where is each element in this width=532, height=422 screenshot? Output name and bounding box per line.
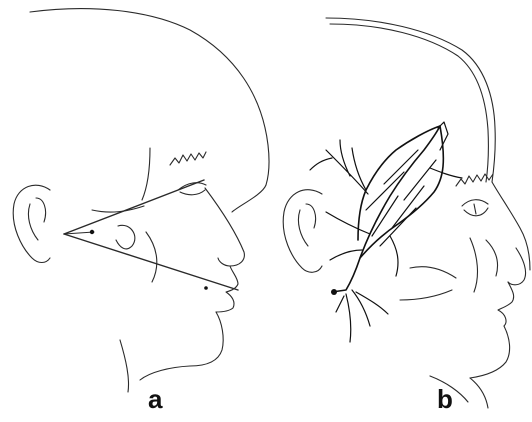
panel-a-label: a — [148, 386, 162, 412]
panel-b-nerve-origin — [331, 289, 337, 295]
panel-a-mouth-dot — [204, 286, 208, 290]
panel-b-label: b — [437, 386, 453, 412]
panel-a-vertex-dot — [90, 230, 94, 234]
